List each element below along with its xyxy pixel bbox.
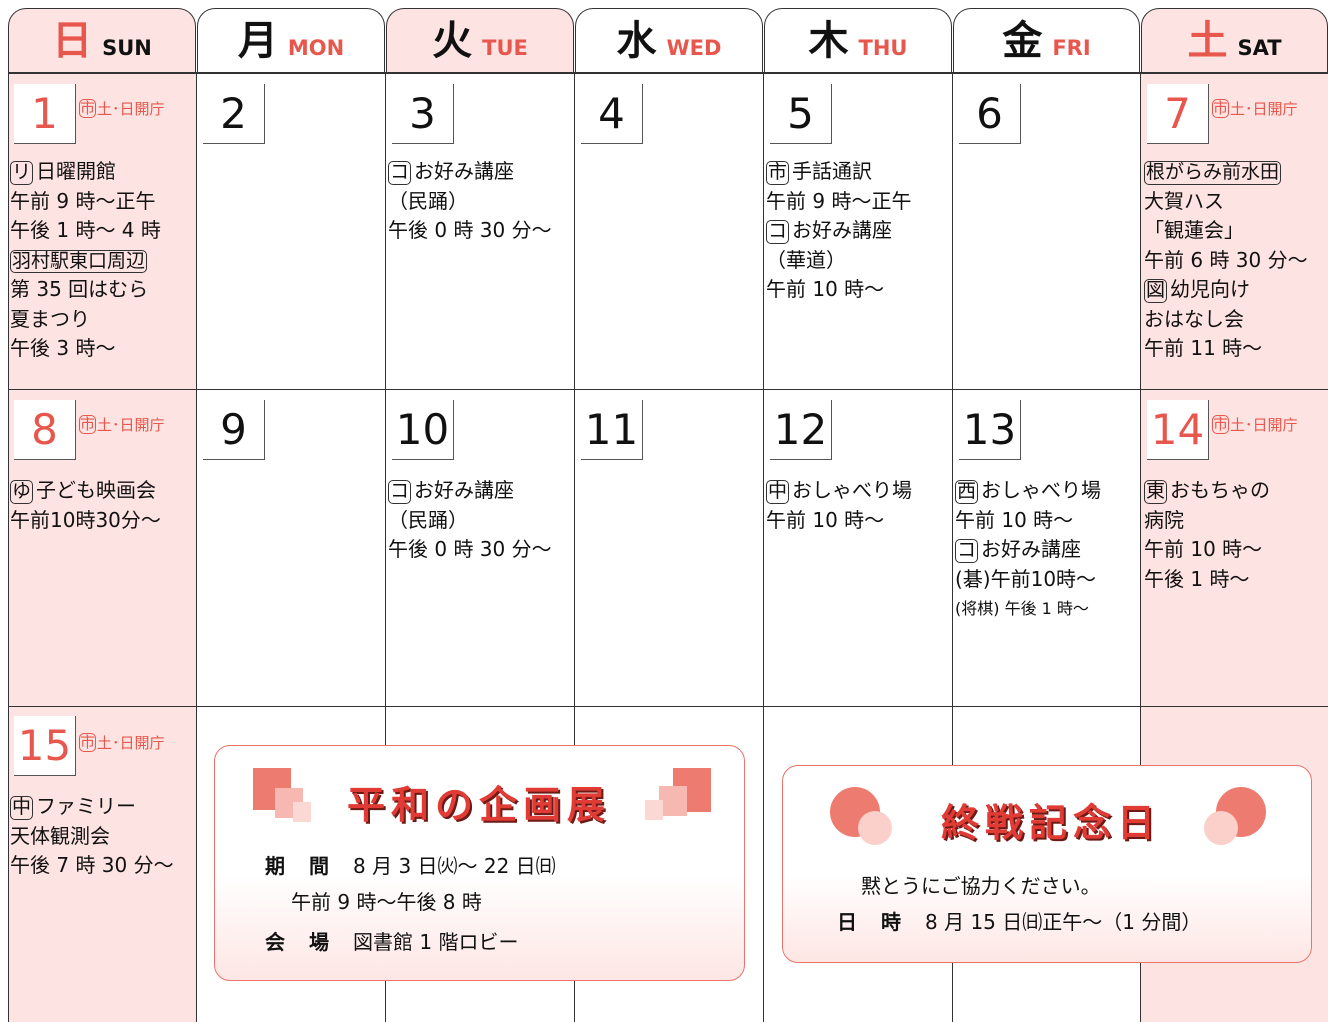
day-number-8: 8 [14, 400, 76, 460]
events-day-5: 市手話通訳 午前 9 時～正午 コお好み講座 （華道） 午前 10 時～ [766, 159, 912, 301]
day-number-9: 9 [203, 400, 265, 460]
facility-mark: コ [955, 539, 979, 563]
city-office-open-note: 市土･日開庁 [79, 414, 165, 435]
circle-decoration-icon [830, 787, 892, 845]
day-number-5: 5 [770, 84, 832, 144]
facility-mark: コ [766, 220, 790, 244]
facility-mark: 東 [1144, 480, 1168, 504]
square-decoration-icon [645, 768, 711, 820]
events-day-7: 根がらみ前水田 大賀ハス 「観蓮会」 午前 6 時 30 分～ 図幼児向け おは… [1144, 161, 1308, 360]
peace-exhibit-hours: 午前 9 時～午後 8 時 [291, 890, 482, 914]
header-divider [8, 72, 1328, 74]
events-day-1: リ日曜開館 午前 9 時～正午 午後 1 時～ 4 時 羽村駅東口周辺 第 35… [10, 159, 161, 360]
events-day-10: コお好み講座 （民踊） 午後 0 時 30 分～ [388, 478, 552, 561]
column-divider [574, 73, 575, 1022]
square-decoration-icon [253, 768, 311, 822]
facility-mark: リ [10, 161, 34, 185]
day-number-2: 2 [203, 84, 265, 144]
column-divider [8, 73, 9, 1022]
sunday-column-bg [8, 73, 196, 1022]
week-divider [8, 706, 1328, 707]
end-of-war-title: 終戦記念日 [941, 800, 1162, 845]
column-divider [196, 73, 197, 1022]
events-day-12: 中おしゃべり場 午前 10 時～ [766, 478, 913, 532]
events-day-3: コお好み講座 （民踊） 午後 0 時 30 分～ [388, 159, 552, 242]
events-day-14: 東おもちゃの 病院 午前 10 時～ 午後 1 時～ [1144, 478, 1271, 591]
day-number-10: 10 [392, 400, 454, 460]
facility-mark: 市 [766, 161, 790, 185]
facility-mark: ゆ [10, 480, 34, 504]
day-number-3: 3 [392, 84, 454, 144]
facility-mark: コ [388, 480, 412, 504]
day-number-6: 6 [959, 84, 1021, 144]
day-number-11: 11 [581, 400, 643, 460]
facility-mark: 図 [1144, 279, 1168, 303]
day-number-12: 12 [770, 400, 832, 460]
city-office-open-note: 市土･日開庁 [1212, 98, 1298, 119]
location-mark: 根がらみ前水田 [1144, 161, 1282, 185]
moment-of-silence-message: 黙とうにご協力ください。 [861, 874, 1101, 898]
city-office-open-note: 市土･日開庁 [79, 732, 165, 753]
day-number-14: 14 [1147, 400, 1209, 460]
events-day-8: ゆ子ども映画会 午前10時30分～ [10, 478, 161, 532]
circle-decoration-icon [1204, 787, 1266, 845]
column-divider [763, 73, 764, 1022]
column-divider [385, 73, 386, 1022]
facility-mark: コ [388, 161, 412, 185]
day-number-15: 15 [14, 716, 76, 776]
events-day-15: 中ファミリー 天体観測会 午後 7 時 30 分～ [10, 794, 174, 877]
facility-mark: 西 [955, 480, 979, 504]
day-number-7: 7 [1147, 84, 1209, 144]
city-office-open-note: 市土･日開庁 [1212, 414, 1298, 435]
location-mark: 羽村駅東口周辺 [10, 249, 148, 274]
peace-exhibit-venue: 会 場図書館 1 階ロビー [265, 930, 519, 954]
city-office-open-note: 市土･日開庁 [79, 98, 165, 119]
day-number-4: 4 [581, 84, 643, 144]
column-divider [952, 73, 953, 1022]
peace-exhibit-title: 平和の企画展 [347, 782, 612, 827]
facility-mark: 中 [766, 480, 790, 504]
day-number-13: 13 [959, 400, 1021, 460]
facility-mark: 中 [10, 796, 34, 820]
day-number-1: 1 [14, 84, 76, 144]
column-divider [1140, 73, 1141, 1022]
week-divider [8, 389, 1328, 390]
events-day-13: 西おしゃべり場 午前 10 時～ コお好み講座 (碁)午前10時～ (将棋) 午… [955, 478, 1102, 618]
